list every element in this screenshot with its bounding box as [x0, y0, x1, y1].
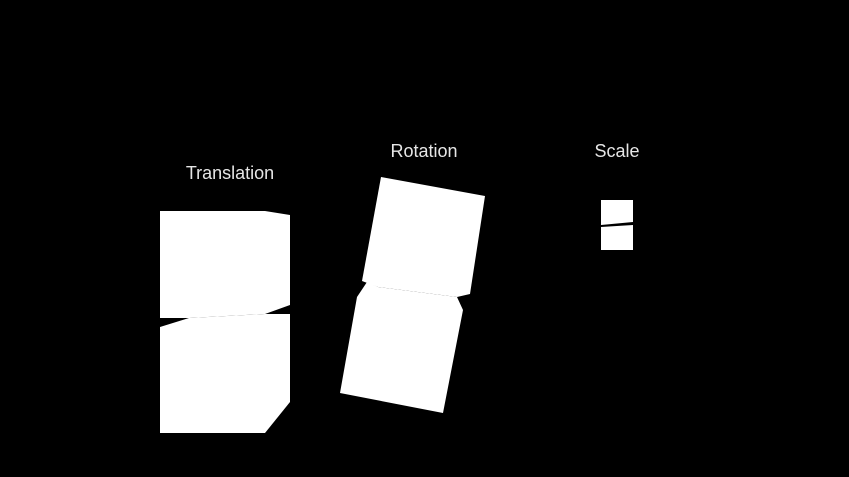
scale-label: Scale [594, 141, 640, 161]
rotation-bottom-shape [340, 282, 463, 413]
translation-top-shape [160, 211, 290, 318]
rotation-top-shape [362, 177, 485, 297]
translation-bottom-shape [160, 314, 290, 433]
scale-top-shape [601, 200, 633, 225]
rotation-label: Rotation [390, 141, 458, 161]
translation-label: Translation [185, 163, 275, 183]
scale-bottom-shape [601, 225, 633, 250]
